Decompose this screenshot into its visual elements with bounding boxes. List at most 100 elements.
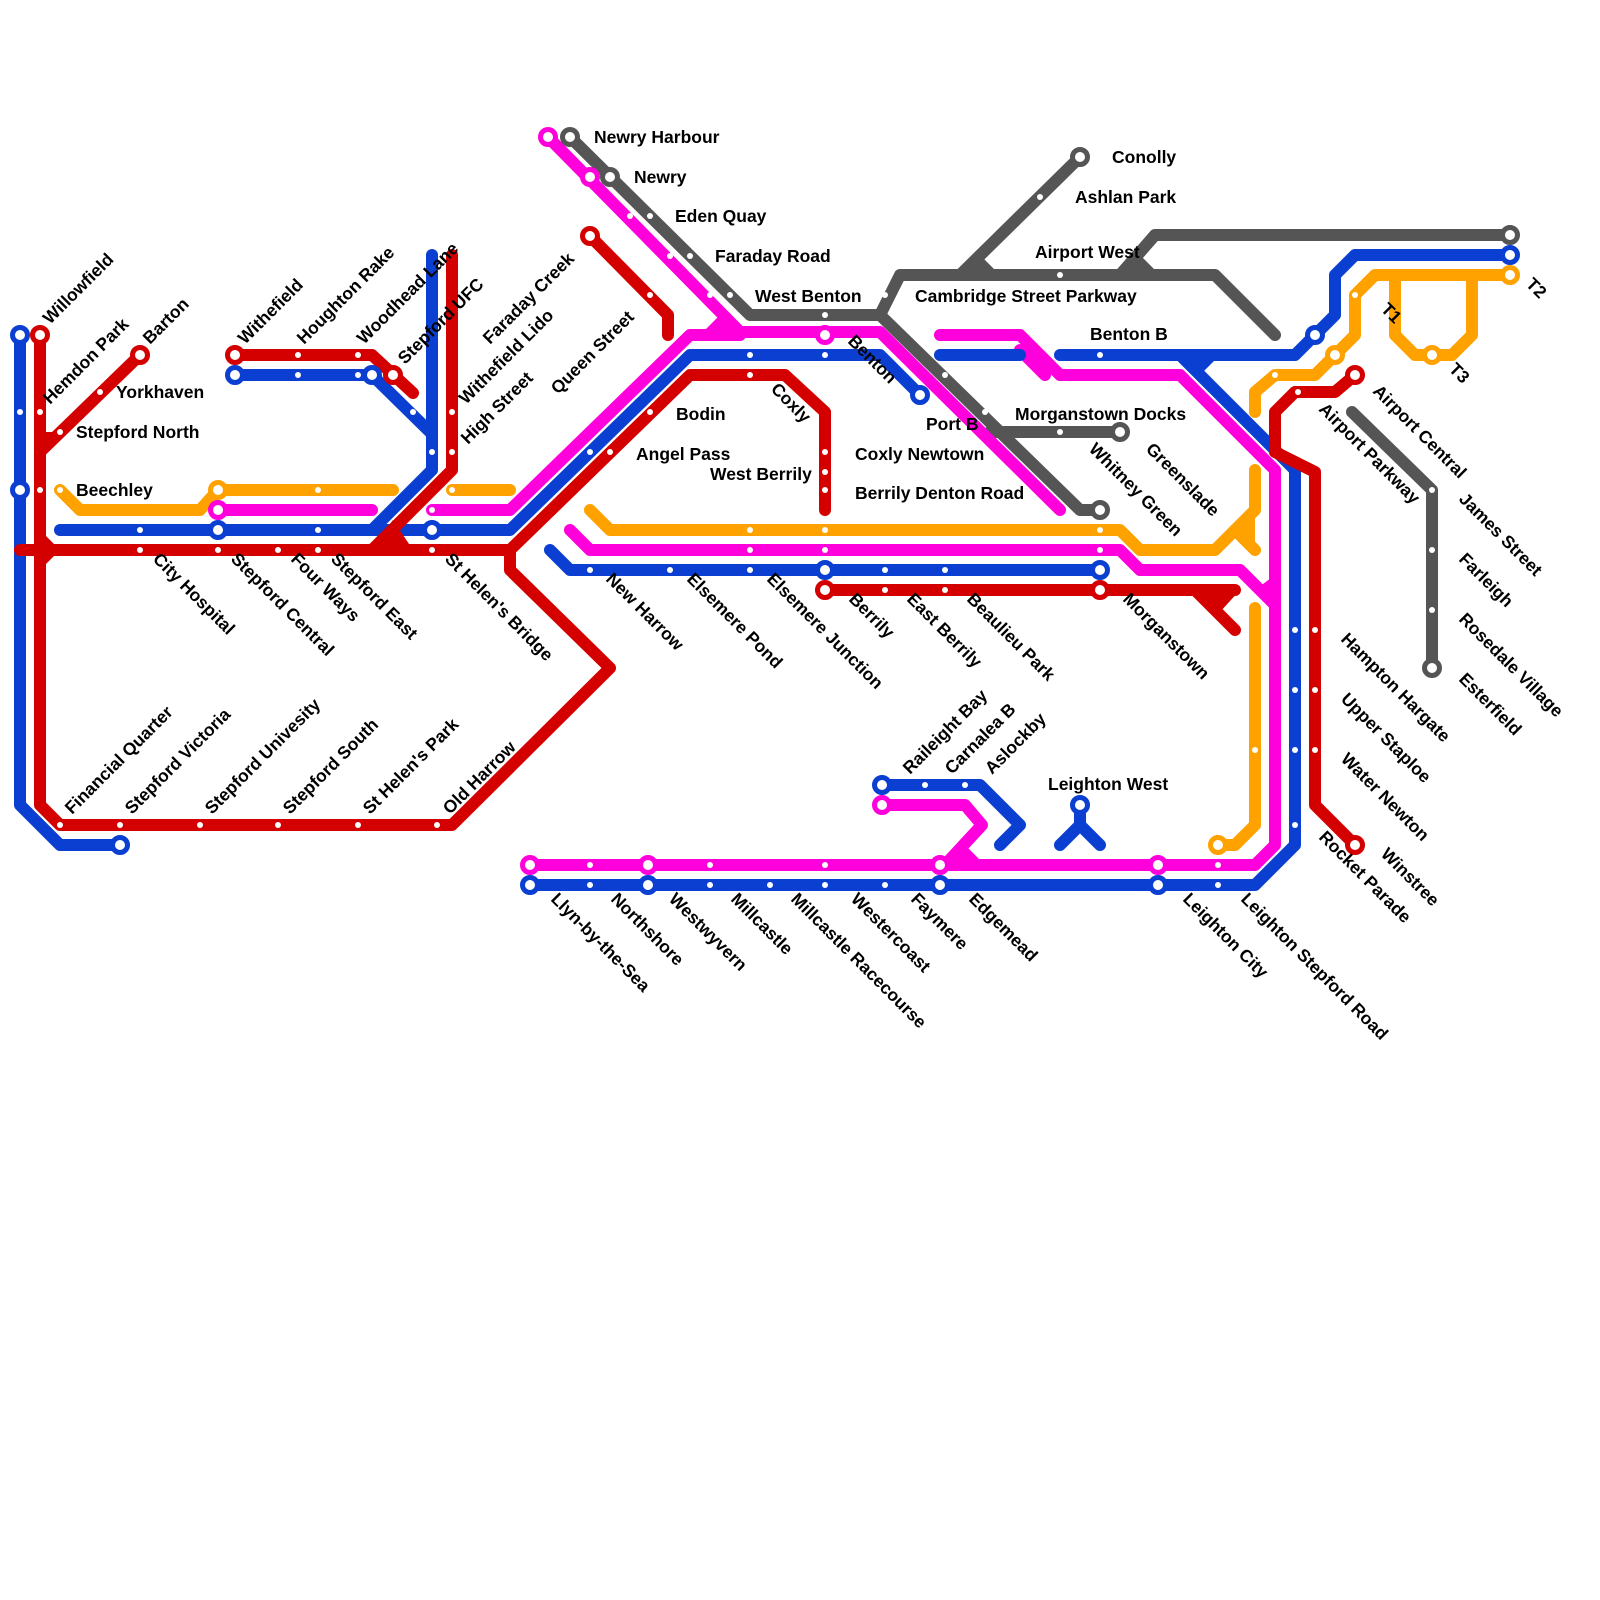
station-label-t1[interactable]: T1 xyxy=(1377,299,1406,328)
station-dot[interactable] xyxy=(822,527,828,533)
station-dot[interactable] xyxy=(275,547,281,553)
interchange-marker[interactable] xyxy=(1070,795,1090,815)
station-dot[interactable] xyxy=(315,527,321,533)
station-label-farleigh[interactable]: Farleigh xyxy=(1455,549,1517,611)
interchange-marker[interactable] xyxy=(1325,345,1345,365)
station-dot[interactable] xyxy=(37,409,43,415)
station-dot[interactable] xyxy=(962,782,968,788)
station-label-yorkhaven[interactable]: Yorkhaven xyxy=(116,382,204,402)
station-dot[interactable] xyxy=(747,352,753,358)
station-label-beechley[interactable]: Beechley xyxy=(76,480,153,500)
station-dot[interactable] xyxy=(1057,429,1063,435)
station-dot[interactable] xyxy=(429,547,435,553)
station-dot[interactable] xyxy=(137,527,143,533)
interchange-marker[interactable] xyxy=(1500,245,1520,265)
station-dot[interactable] xyxy=(37,487,43,493)
station-dot[interactable] xyxy=(587,882,593,888)
station-dot[interactable] xyxy=(707,882,713,888)
station-dot[interactable] xyxy=(215,547,221,553)
station-dot[interactable] xyxy=(882,587,888,593)
interchange-marker[interactable] xyxy=(1305,325,1325,345)
station-dot[interactable] xyxy=(1272,372,1278,378)
station-dot[interactable] xyxy=(275,822,281,828)
station-dot[interactable] xyxy=(822,469,828,475)
station-dot[interactable] xyxy=(982,409,988,415)
station-label-west-berrily[interactable]: West Berrily xyxy=(710,464,812,484)
station-dot[interactable] xyxy=(57,822,63,828)
station-dot[interactable] xyxy=(587,862,593,868)
interchange-marker[interactable] xyxy=(638,875,658,895)
interchange-marker[interactable] xyxy=(872,795,892,815)
station-dot[interactable] xyxy=(667,567,673,573)
interchange-marker[interactable] xyxy=(225,365,245,385)
station-dot[interactable] xyxy=(647,213,653,219)
interchange-marker[interactable] xyxy=(872,775,892,795)
station-dot[interactable] xyxy=(707,862,713,868)
station-dot[interactable] xyxy=(1037,194,1043,200)
station-dot[interactable] xyxy=(137,547,143,553)
station-dot[interactable] xyxy=(747,527,753,533)
station-dot[interactable] xyxy=(747,372,753,378)
station-dot[interactable] xyxy=(1429,547,1435,553)
station-label-bodin[interactable]: Bodin xyxy=(676,404,726,424)
station-dot[interactable] xyxy=(295,372,301,378)
station-dot[interactable] xyxy=(1215,882,1221,888)
station-dot[interactable] xyxy=(449,449,455,455)
station-dot[interactable] xyxy=(822,862,828,868)
station-dot[interactable] xyxy=(197,822,203,828)
station-dot[interactable] xyxy=(449,487,455,493)
station-dot[interactable] xyxy=(1097,352,1103,358)
station-dot[interactable] xyxy=(17,409,23,415)
interchange-marker[interactable] xyxy=(1148,855,1168,875)
station-label-angel-pass[interactable]: Angel Pass xyxy=(636,444,731,464)
station-dot[interactable] xyxy=(429,507,435,513)
station-label-t2[interactable]: T2 xyxy=(1522,274,1551,303)
interchange-marker[interactable] xyxy=(930,875,950,895)
station-label-berrily-denton-road[interactable]: Berrily Denton Road xyxy=(855,483,1024,503)
station-dot[interactable] xyxy=(942,567,948,573)
interchange-marker[interactable] xyxy=(1422,658,1442,678)
station-dot[interactable] xyxy=(942,587,948,593)
station-dot[interactable] xyxy=(315,487,321,493)
interchange-marker[interactable] xyxy=(1500,265,1520,285)
station-dot[interactable] xyxy=(117,822,123,828)
station-label-financial-quarter[interactable]: Financial Quarter xyxy=(61,702,177,818)
interchange-marker[interactable] xyxy=(10,325,30,345)
interchange-marker[interactable] xyxy=(580,167,600,187)
station-label-newry-harbour[interactable]: Newry Harbour xyxy=(594,127,720,147)
station-label-rosedale-village[interactable]: Rosedale Village xyxy=(1455,609,1567,721)
station-dot[interactable] xyxy=(315,547,321,553)
station-label-queen-street[interactable]: Queen Street xyxy=(547,307,638,398)
station-dot[interactable] xyxy=(1097,547,1103,553)
station-dot[interactable] xyxy=(822,312,828,318)
station-dot[interactable] xyxy=(1292,747,1298,753)
interchange-marker[interactable] xyxy=(815,560,835,580)
interchange-marker[interactable] xyxy=(208,480,228,500)
interchange-marker[interactable] xyxy=(208,500,228,520)
station-label-stepford-central[interactable]: Stepford Central xyxy=(227,549,338,660)
interchange-marker[interactable] xyxy=(930,855,950,875)
interchange-marker[interactable] xyxy=(1422,345,1442,365)
station-dot[interactable] xyxy=(355,822,361,828)
interchange-marker[interactable] xyxy=(1208,835,1228,855)
station-dot[interactable] xyxy=(355,352,361,358)
station-label-faraday-road[interactable]: Faraday Road xyxy=(715,246,831,266)
station-label-coxly-newtown[interactable]: Coxly Newtown xyxy=(855,444,984,464)
station-dot[interactable] xyxy=(1429,607,1435,613)
station-label-cambridge-street-parkway[interactable]: Cambridge Street Parkway xyxy=(915,286,1137,306)
interchange-marker[interactable] xyxy=(1090,580,1110,600)
interchange-marker[interactable] xyxy=(225,345,245,365)
interchange-marker[interactable] xyxy=(520,855,540,875)
station-dot[interactable] xyxy=(1215,862,1221,868)
station-dot[interactable] xyxy=(922,782,928,788)
station-label-airport-west[interactable]: Airport West xyxy=(1035,242,1140,262)
station-dot[interactable] xyxy=(97,389,103,395)
station-dot[interactable] xyxy=(822,449,828,455)
station-label-stepford-north[interactable]: Stepford North xyxy=(76,422,199,442)
station-label-woodhead-lane[interactable]: Woodhead Lane xyxy=(353,238,463,348)
interchange-marker[interactable] xyxy=(1500,225,1520,245)
station-label-barton[interactable]: Barton xyxy=(139,294,193,348)
station-dot[interactable] xyxy=(449,409,455,415)
interchange-marker[interactable] xyxy=(1345,365,1365,385)
station-label-conolly[interactable]: Conolly xyxy=(1112,147,1176,167)
